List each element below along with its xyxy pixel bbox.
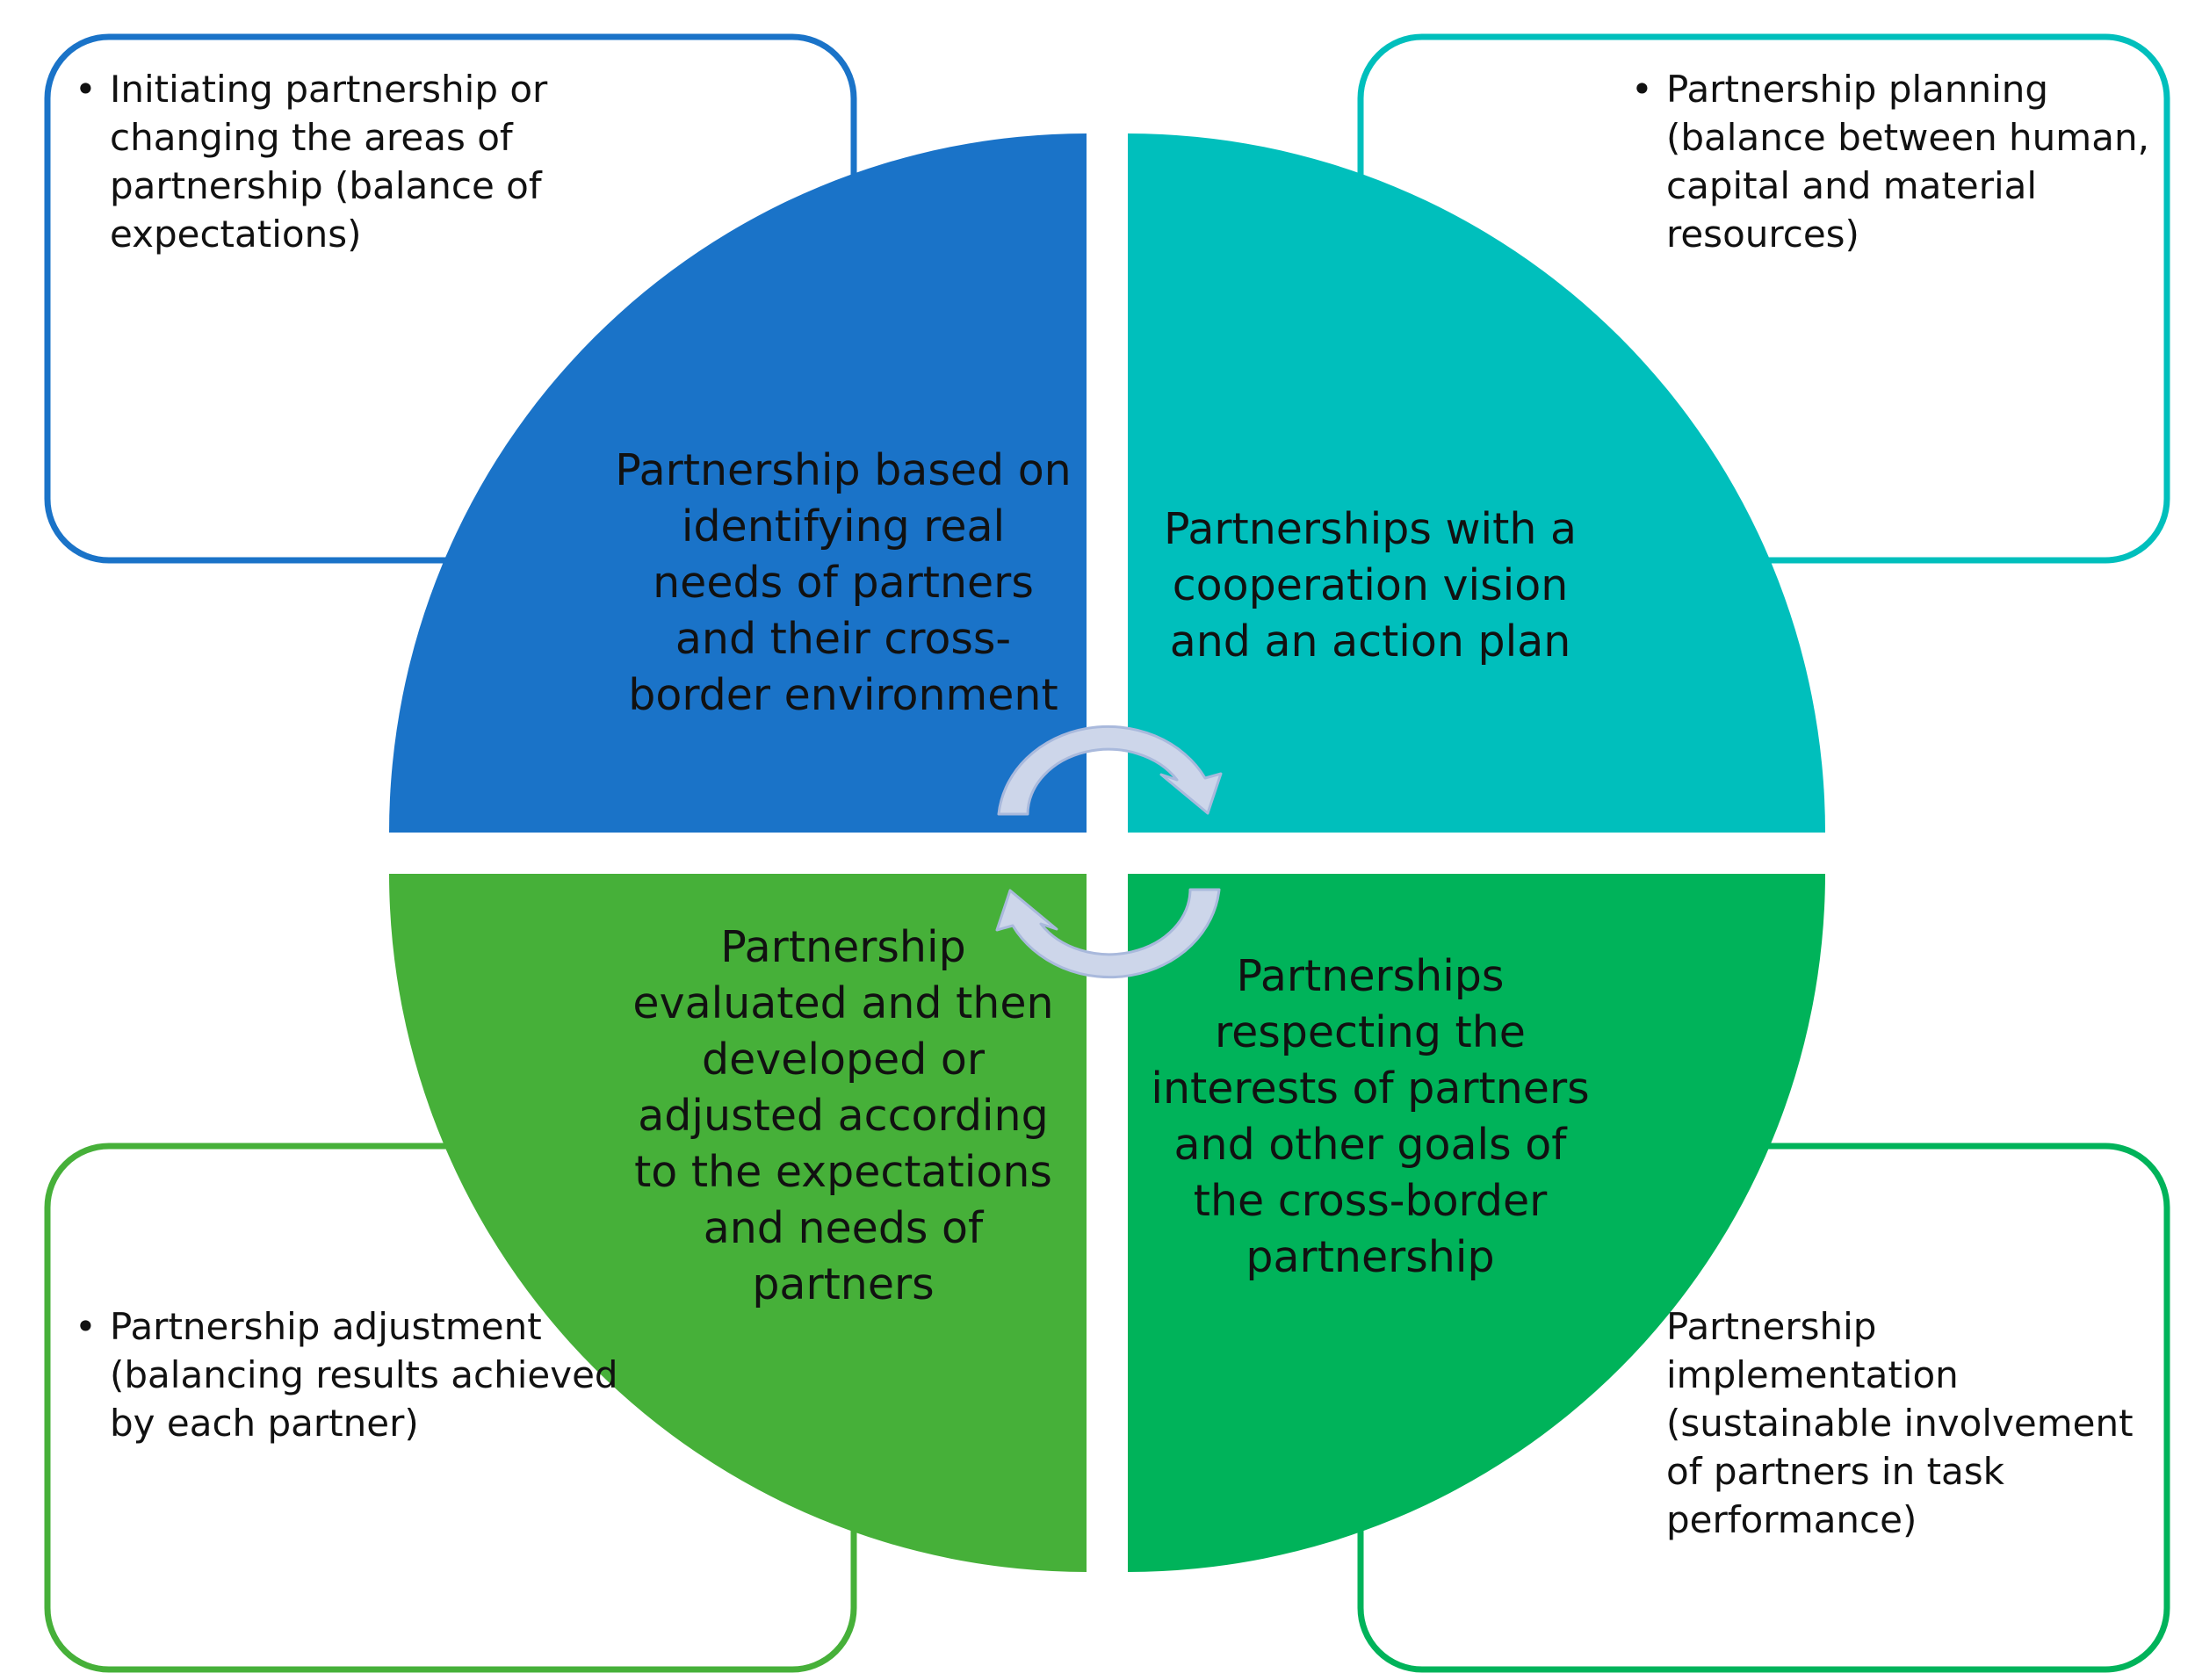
cycle-arrows-icon <box>995 725 1223 979</box>
quadrant-text-bottom-right: Partnerships respecting the interests of… <box>1151 951 1590 1282</box>
box-text-top-right: Partnership planning (balance between hu… <box>1631 65 2184 258</box>
box-text-bottom-left: Partnership adjustment (balancing result… <box>75 1302 637 1447</box>
box-text-bottom-right: Partnership implementation (sustainable … <box>1666 1305 2134 1541</box>
cycle-arrow-bottom-icon <box>995 888 1221 979</box>
quadrant-text-bottom-left: Partnership evaluated and then developed… <box>632 922 1054 1309</box>
cycle-arrow-top-icon <box>997 725 1223 816</box>
box-text-top-left: Initiating partnership or changing the a… <box>75 65 628 258</box>
quadrant-top-right <box>1128 133 1825 833</box>
quadrant-bottom-left <box>389 874 1087 1572</box>
quadrant-top-left <box>389 133 1087 833</box>
quadrant-text-top-left: Partnership based on identifying real ne… <box>615 445 1072 720</box>
quadrant-text-top-right: Partnerships with a cooperation vision a… <box>1163 504 1578 667</box>
quadrant-bottom-right <box>1128 874 1825 1572</box>
